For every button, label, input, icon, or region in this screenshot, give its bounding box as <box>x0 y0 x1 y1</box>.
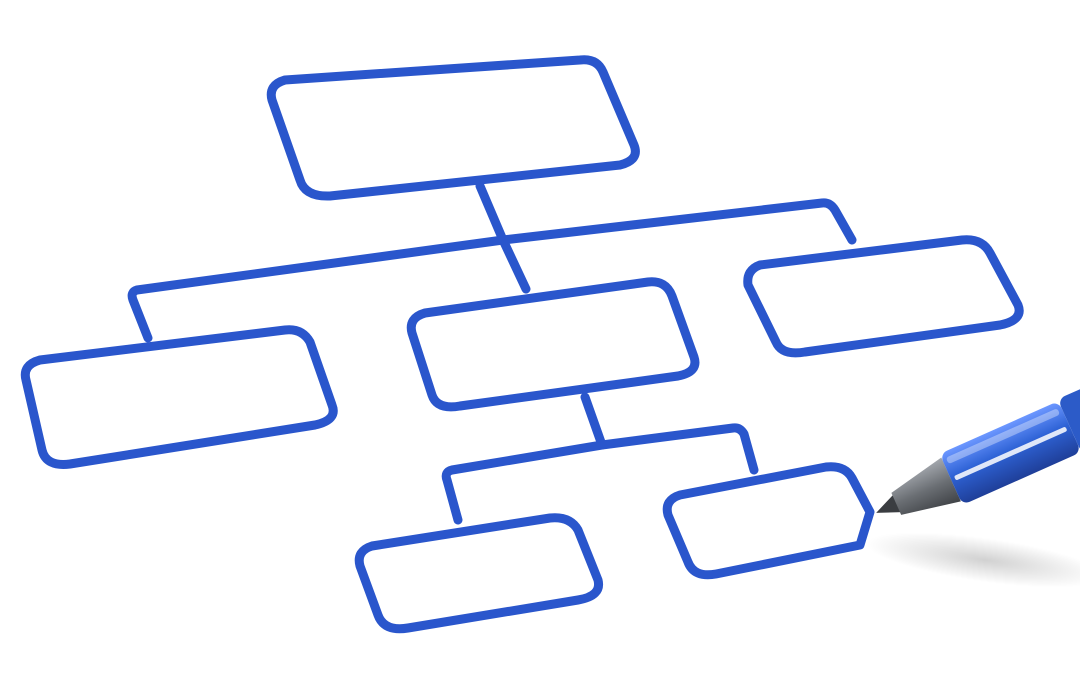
org-box-right <box>743 235 1024 358</box>
org-box-middle <box>406 277 700 412</box>
org-box-left <box>20 325 338 469</box>
org-box-middle-right <box>662 462 875 580</box>
diagram-ink-layer <box>20 55 1024 634</box>
org-box-root <box>266 55 640 201</box>
marker-pen-icon <box>866 377 1080 588</box>
connector-root-to-left <box>127 235 508 343</box>
connector-middle-to-middle-left <box>441 392 607 525</box>
connector-root-to-right <box>498 198 857 245</box>
org-box-middle-left <box>354 513 604 634</box>
connector-middle-to-middle-right <box>597 423 759 475</box>
